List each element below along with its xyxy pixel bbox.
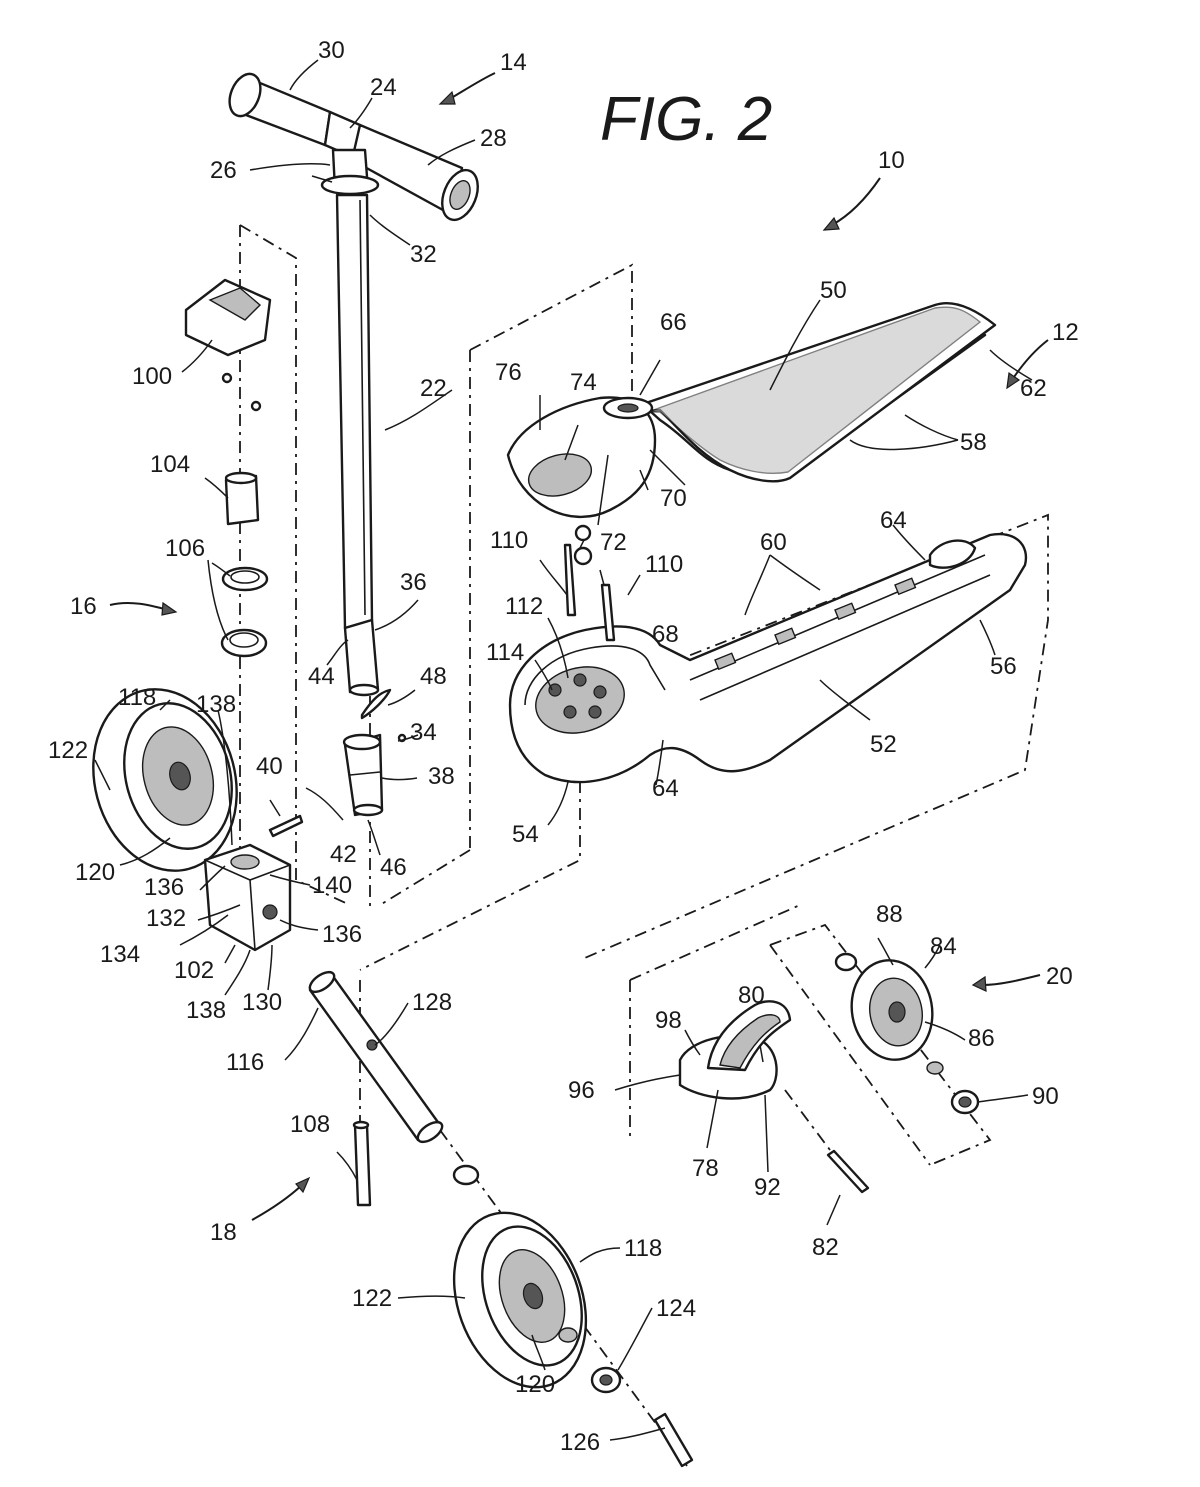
- ref-112: 112: [505, 593, 543, 620]
- ref-10: 10: [878, 147, 905, 174]
- ref-22: 22: [420, 375, 447, 402]
- ref-114: 114: [486, 639, 524, 666]
- ref-136-left: 136: [144, 874, 184, 901]
- leader-lines: [94, 59, 1033, 1441]
- ref-86: 86: [968, 1025, 995, 1052]
- ref-30: 30: [318, 37, 345, 64]
- ref-68: 68: [652, 621, 679, 648]
- ref-108: 108: [290, 1111, 330, 1138]
- ref-84: 84: [930, 933, 957, 960]
- ref-124: 124: [656, 1295, 696, 1322]
- handlebar-assembly: [228, 72, 479, 222]
- ref-88: 88: [876, 901, 903, 928]
- ref-110-right: 110: [645, 551, 683, 578]
- ref-34: 34: [410, 719, 437, 746]
- ref-118-lower: 118: [624, 1235, 662, 1262]
- front-wheel-upper: [92, 688, 238, 872]
- ref-134: 134: [100, 941, 140, 968]
- ref-12: 12: [1052, 319, 1079, 346]
- ref-18: 18: [210, 1219, 237, 1246]
- ref-138-lower: 138: [186, 997, 226, 1024]
- ref-14: 14: [500, 49, 527, 76]
- ref-70: 70: [660, 485, 687, 512]
- ref-110-left: 110: [490, 527, 528, 554]
- axle-tube: [308, 970, 444, 1144]
- ref-106: 106: [165, 535, 205, 562]
- ref-60: 60: [760, 529, 787, 556]
- ref-100: 100: [132, 363, 172, 390]
- ref-76: 76: [495, 359, 522, 386]
- rear-wheel-assembly: [678, 952, 980, 1194]
- ref-28: 28: [480, 125, 507, 152]
- ref-20: 20: [1046, 963, 1073, 990]
- ref-42: 42: [330, 841, 357, 868]
- ref-40: 40: [256, 753, 283, 780]
- ref-90: 90: [1032, 1083, 1059, 1110]
- ref-104: 104: [150, 451, 190, 478]
- ref-116: 116: [226, 1049, 264, 1076]
- fork-block: [203, 843, 292, 952]
- ref-130: 130: [242, 989, 282, 1016]
- ref-122-upper: 122: [48, 737, 88, 764]
- ref-52: 52: [870, 731, 897, 758]
- ref-96: 96: [568, 1077, 595, 1104]
- ref-82: 82: [812, 1234, 839, 1261]
- deck-base: [508, 524, 1028, 784]
- ref-62: 62: [1020, 375, 1047, 402]
- ref-126: 126: [560, 1429, 600, 1456]
- ref-136-right: 136: [322, 921, 362, 948]
- ref-74: 74: [570, 369, 597, 396]
- ref-140: 140: [312, 872, 352, 899]
- ref-24: 24: [370, 74, 397, 101]
- steering-column: [335, 193, 380, 697]
- reference-numerals: 30 24 14 28 26 32 10 50 12 66 62 74 76 1…: [48, 37, 1079, 1456]
- ref-72: 72: [600, 529, 627, 556]
- ref-138-upper: 138: [196, 691, 236, 718]
- ref-26: 26: [210, 157, 237, 184]
- ref-118-upper: 118: [118, 684, 156, 711]
- ref-36: 36: [400, 569, 427, 596]
- ref-128: 128: [412, 989, 452, 1016]
- ref-78: 78: [692, 1155, 719, 1182]
- lower-clamp-parts: [268, 688, 407, 838]
- figure-title: FIG. 2: [600, 85, 772, 154]
- fork-assembly-parts: [184, 278, 272, 658]
- ref-58: 58: [960, 429, 987, 456]
- front-wheel-lower: [452, 1164, 694, 1468]
- ref-122-lower: 122: [352, 1285, 392, 1312]
- ref-56: 56: [990, 653, 1017, 680]
- ref-44: 44: [308, 663, 335, 690]
- group-arrows: [109, 72, 1049, 1221]
- ref-32: 32: [410, 241, 437, 268]
- ref-38: 38: [428, 763, 455, 790]
- ref-50: 50: [820, 277, 847, 304]
- ref-80: 80: [738, 982, 765, 1009]
- ref-102: 102: [174, 957, 214, 984]
- ref-64-right: 64: [880, 507, 907, 534]
- ref-92: 92: [754, 1174, 781, 1201]
- ref-120-lower: 120: [515, 1371, 555, 1398]
- pin-108: [352, 1120, 372, 1207]
- deck-top-cover: [506, 302, 997, 519]
- ref-132: 132: [146, 905, 186, 932]
- ref-48: 48: [420, 663, 447, 690]
- ref-98: 98: [655, 1007, 682, 1034]
- ref-16: 16: [70, 593, 97, 620]
- ref-46: 46: [380, 854, 407, 881]
- ref-54: 54: [512, 821, 539, 848]
- ref-64-lower: 64: [652, 775, 679, 802]
- ref-120-upper: 120: [75, 859, 115, 886]
- ref-66: 66: [660, 309, 687, 336]
